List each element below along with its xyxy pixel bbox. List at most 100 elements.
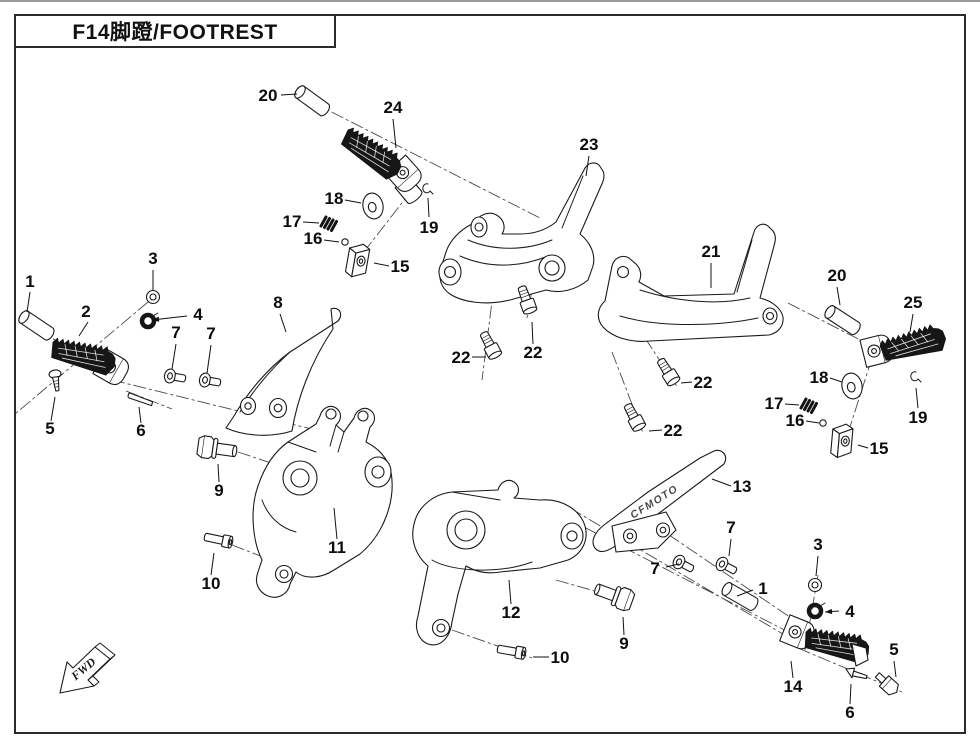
leader-line-18: [344, 199, 362, 204]
leader-line-7: [665, 563, 680, 568]
part-22-bolt-a: [476, 328, 504, 362]
callout-label-11: 11: [328, 538, 346, 557]
leader-line-1: [736, 589, 754, 597]
callout-label-7: 7: [206, 324, 215, 343]
part-8-heel-guard-left: [225, 307, 342, 436]
callout-label-4: 4: [193, 305, 203, 324]
page-title: F14脚蹬/FOOTREST: [72, 21, 278, 44]
leader-line-10: [210, 552, 215, 576]
page-border: [14, 14, 966, 734]
callout-label-17: 17: [765, 394, 784, 413]
leader-line-2: [78, 321, 89, 337]
callout-label-22: 22: [694, 373, 713, 392]
top-rule: [0, 0, 980, 2]
part-7-bolt-right-a: [670, 552, 697, 577]
part-9-bolt-left: [195, 434, 239, 463]
leader-line-24: [392, 118, 397, 149]
part-3-washer-left: [145, 289, 161, 305]
fwd-arrow: FWD: [59, 642, 116, 694]
callout-label-19: 19: [420, 218, 439, 237]
callout-label-6: 6: [136, 421, 145, 440]
callout-label-23: 23: [580, 135, 599, 154]
callout-label-7: 7: [650, 559, 659, 578]
part-19-clip-top: [422, 183, 434, 195]
callout-label-16: 16: [304, 229, 323, 248]
part-16-ball-top: [341, 238, 349, 246]
callout-label-18: 18: [810, 368, 829, 387]
part-1-pin-left: [16, 308, 57, 343]
callout-label-20: 20: [828, 266, 847, 285]
part-14-peg-tip: [851, 643, 869, 667]
leader-line-8: [279, 313, 287, 333]
leader-arrowhead: [152, 316, 160, 322]
callout-label-1: 1: [25, 272, 34, 291]
callout-label-17: 17: [283, 212, 302, 231]
part-7-bolt-left-a: [162, 367, 188, 387]
part-15-block-top: [344, 241, 371, 280]
callout-label-24: 24: [384, 98, 403, 117]
callout-label-5: 5: [889, 640, 898, 659]
callout-label-13: 13: [733, 477, 752, 496]
leader-line-7: [728, 538, 732, 557]
callout-label-7: 7: [726, 518, 735, 537]
callout-label-10: 10: [551, 648, 570, 667]
leader-line-11: [333, 507, 338, 540]
part-13-heel-guard-right: CFMOTO: [592, 449, 727, 553]
leader-line-15: [373, 262, 390, 267]
leader-line-18: [829, 377, 843, 383]
callout-label-12: 12: [502, 603, 521, 622]
callout-label-3: 3: [813, 535, 822, 554]
callout-label-22: 22: [664, 421, 683, 440]
leader-line-9: [217, 463, 220, 483]
part-3-washer-right: [807, 577, 823, 593]
part-21-bracket-rear-right: [597, 223, 784, 342]
leader-line-19: [427, 197, 430, 218]
part-17-spring-top: [319, 215, 338, 232]
leader-line-3: [815, 555, 819, 577]
part-10-bolt-left: [202, 530, 235, 550]
part-1-pin-right: [719, 580, 761, 613]
leader-line-9: [622, 616, 625, 636]
callout-label-14: 14: [784, 677, 803, 696]
leader-line-22: [648, 429, 663, 432]
callout-label-5: 5: [45, 419, 54, 438]
part-24-footrest-peg-top: [337, 118, 408, 185]
leader-line-12: [508, 579, 512, 605]
callout-label-4: 4: [845, 602, 855, 621]
callout-label-22: 22: [524, 343, 543, 362]
part-20-pin-top: [292, 83, 333, 119]
leader-line-13: [711, 478, 732, 487]
callout-label-10: 10: [202, 574, 221, 593]
part-12-bracket-front-right: [412, 479, 587, 646]
callout-label-21: 21: [702, 242, 721, 261]
callout-label-1: 1: [758, 579, 767, 598]
part-16-ball-right: [819, 419, 827, 427]
part-20-pin-right: [822, 303, 863, 337]
part-11-bracket-front-left: [252, 405, 393, 598]
leader-line-23: [585, 155, 590, 177]
part-10-bolt-right: [495, 642, 528, 661]
part-7-bolt-left-b: [197, 371, 223, 391]
leader-line-20: [280, 93, 298, 96]
callout-label-25: 25: [904, 293, 923, 312]
callout-label-2: 2: [81, 302, 90, 321]
part-6-pin-right: [845, 667, 868, 680]
leader-line-17: [302, 221, 320, 224]
leader-line-6: [138, 406, 142, 424]
leader-line-7: [206, 344, 212, 374]
callout-label-8: 8: [273, 293, 282, 312]
callout-label-20: 20: [259, 86, 278, 105]
part-6-pin-left: [127, 392, 154, 407]
callout-label-3: 3: [148, 249, 157, 268]
leader-line-17: [784, 403, 800, 406]
part-18-disc-right: [838, 370, 866, 402]
leader-line-16: [323, 239, 340, 243]
part-5-bolt-left: [48, 369, 62, 392]
callout-label-9: 9: [619, 634, 628, 653]
leader-line-7: [171, 343, 177, 370]
part-18-disc-top: [359, 190, 387, 222]
leader-line-25: [909, 313, 914, 333]
callout-label-16: 16: [786, 411, 805, 430]
